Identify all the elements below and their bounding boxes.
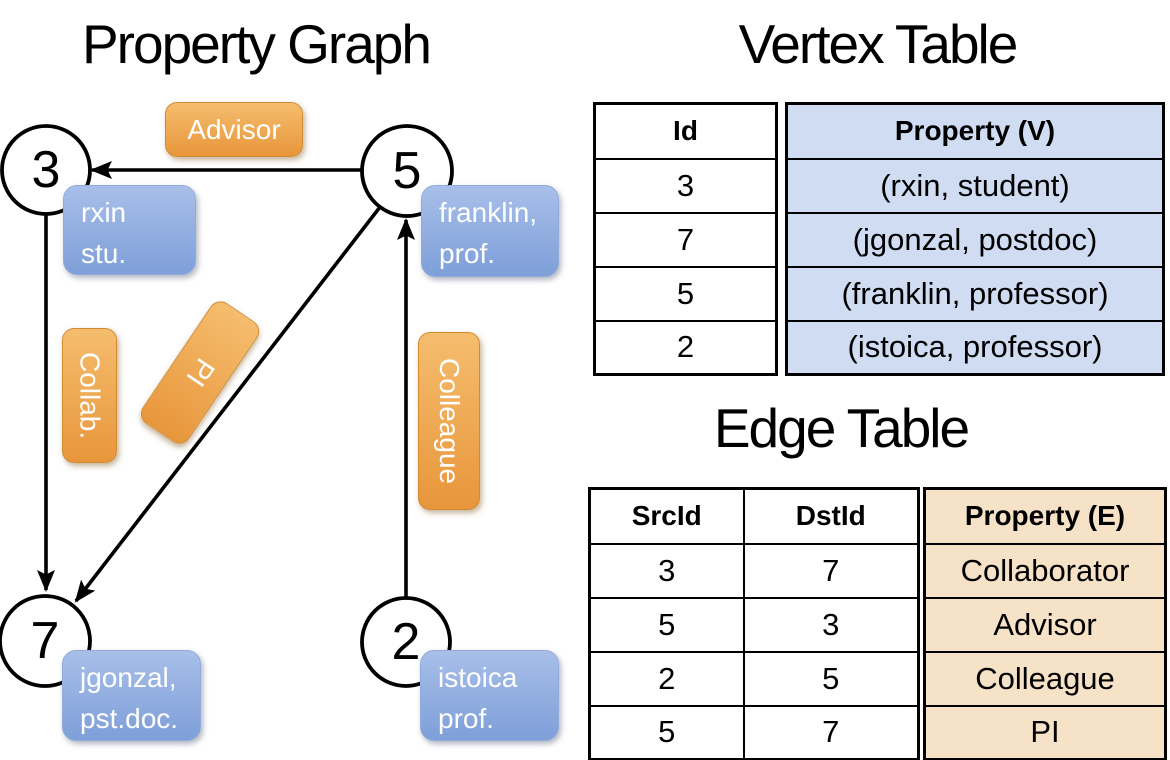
vertex-table-id-cell: 2 [593, 319, 778, 376]
edge-table-ids-columns: SrcId DstId 3 7 5 3 2 5 5 7 [588, 487, 920, 760]
vertex-property-box-istoica: istoica prof. [420, 650, 559, 741]
vertex-property-box-franklin: franklin, prof. [421, 185, 559, 277]
vertex-table-id-cell: 7 [593, 211, 778, 268]
vertex-property-line: jgonzal, [80, 662, 177, 693]
edge-table-property-header: Property (E) [923, 487, 1167, 545]
vertex-table-property-cell: (istoica, professor) [785, 319, 1165, 376]
edge-table-dst-cell: 3 [742, 596, 920, 653]
edge-table-src-cell: 3 [588, 542, 745, 599]
vertex-property-box-rxin: rxin stu. [63, 185, 196, 275]
edge-table-property-cell: PI [923, 704, 1167, 760]
vertex-id-5: 5 [392, 142, 422, 200]
edge-label-advisor: Advisor [165, 102, 303, 157]
edge-table-dst-cell: 7 [742, 704, 920, 760]
edge-table-dst-cell: 7 [742, 542, 920, 599]
edge-label-colleague: Colleague [418, 332, 480, 510]
edge-label-collab: Collab. [62, 328, 117, 463]
edge-table-property-cell: Advisor [923, 596, 1167, 653]
edge-table-title: Edge Table [713, 397, 970, 459]
vertex-table-id-cell: 5 [593, 265, 778, 322]
vertex-id-3: 3 [31, 141, 61, 199]
vertex-table-property-cell: (jgonzal, postdoc) [785, 211, 1165, 268]
edge-label-text: Advisor [187, 113, 281, 145]
vertex-property-box-jgonzal: jgonzal, pst.doc. [62, 650, 201, 741]
property-graph-diagram [0, 124, 454, 688]
vertex-property-line: prof. [439, 237, 496, 269]
vertex-id-2: 2 [391, 613, 421, 671]
vertex-property-line: pst.doc. [80, 702, 179, 734]
edge-table-src-cell: 5 [588, 596, 745, 653]
vertex-table-id-cell: 3 [593, 157, 778, 214]
edge-table-src-cell: 2 [588, 650, 745, 707]
vertex-property-line: prof. [438, 702, 495, 734]
vertex-property-line: rxin [81, 197, 127, 228]
property-graph-title: Property Graph [81, 13, 432, 75]
vertex-table-id-column: Id 3 7 5 2 [593, 102, 778, 376]
vertex-table-property-cell: (franklin, professor) [785, 265, 1165, 322]
vertex-table-property-header: Property (V) [785, 102, 1165, 160]
vertex-property-line: stu. [81, 237, 127, 269]
vertex-table-property-column: Property (V) (rxin, student) (jgonzal, p… [785, 102, 1165, 376]
vertex-property-line: franklin, [439, 197, 538, 228]
edge-table-src-header: SrcId [588, 487, 745, 545]
edge-table-property-cell: Colleague [923, 650, 1167, 707]
edge-5-to-7-arrow [74, 205, 382, 603]
edge-table-property-cell: Collaborator [923, 542, 1167, 599]
vertex-id-7: 7 [30, 612, 60, 670]
vertex-table-property-cell: (rxin, student) [785, 157, 1165, 214]
edge-table-dst-header: DstId [742, 487, 920, 545]
edge-label-text: Colleague [434, 357, 465, 485]
edge-label-text: PI [180, 353, 221, 393]
vertex-table-title: Vertex Table [738, 13, 1019, 75]
edge-label-text: Collab. [74, 351, 106, 440]
vertex-property-line: istoica [438, 662, 518, 693]
edge-table-property-column: Property (E) Collaborator Advisor Collea… [923, 487, 1167, 760]
edge-table-dst-cell: 5 [742, 650, 920, 707]
edge-table-src-cell: 5 [588, 704, 745, 760]
vertex-table-id-header: Id [593, 102, 778, 160]
